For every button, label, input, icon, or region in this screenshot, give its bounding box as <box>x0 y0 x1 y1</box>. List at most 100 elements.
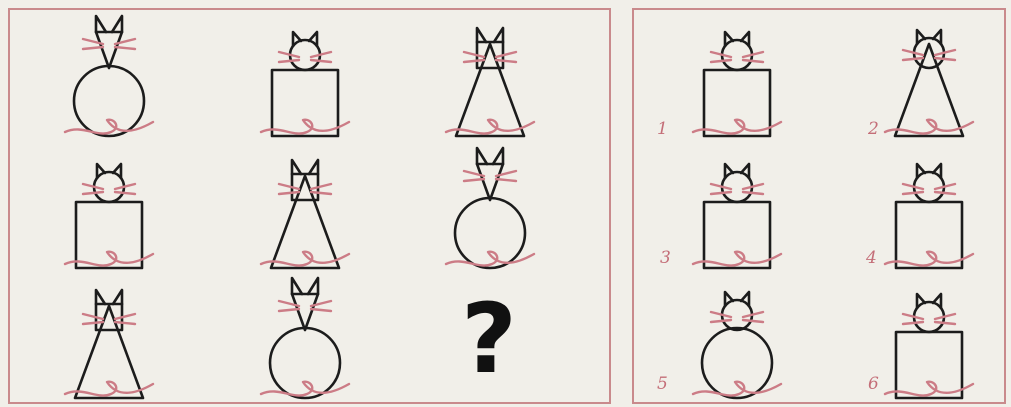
grid-cat-r2-c2 <box>261 160 349 268</box>
whisker <box>83 314 103 319</box>
whisker <box>496 52 516 57</box>
answer-option-4 <box>885 164 973 268</box>
whisker <box>496 60 516 62</box>
tail <box>693 120 781 134</box>
grid-cat-r3-c1 <box>65 290 153 398</box>
whisker <box>464 52 484 57</box>
whisker <box>311 60 331 62</box>
body-square <box>272 70 338 136</box>
whisker <box>311 192 331 194</box>
grid-cat-r3-c2 <box>261 278 349 398</box>
ear-right <box>309 160 318 174</box>
body-square <box>76 202 142 268</box>
ear-left <box>725 164 733 178</box>
ear-right <box>933 164 941 178</box>
answer-option-2 <box>885 30 973 136</box>
whisker <box>279 184 299 189</box>
ear-right <box>741 292 749 306</box>
option-number-4: 4 <box>865 248 877 268</box>
whisker <box>115 192 135 194</box>
whisker <box>464 60 484 62</box>
whisker <box>903 322 923 324</box>
whisker <box>279 192 299 194</box>
grid-cat-r1-c2 <box>261 32 349 136</box>
ear-left <box>477 28 486 42</box>
ear-right <box>113 290 122 304</box>
option-number-1: 1 <box>657 119 668 139</box>
whisker <box>115 47 135 49</box>
grid-cat-r1-c1 <box>65 16 153 136</box>
whisker <box>496 179 516 181</box>
ear-right <box>493 148 503 164</box>
body-square <box>896 202 962 268</box>
whisker <box>903 58 923 60</box>
whisker <box>903 192 923 194</box>
option-number-2: 2 <box>867 119 879 139</box>
whisker <box>83 47 103 49</box>
whisker <box>115 314 135 319</box>
whisker <box>115 322 135 324</box>
whisker <box>83 322 103 324</box>
ear-left <box>725 32 733 46</box>
whisker <box>711 60 731 62</box>
tail <box>885 252 973 266</box>
grid-cat-r2-c1 <box>65 164 153 268</box>
answer-option-6 <box>885 294 973 398</box>
whisker <box>311 184 331 189</box>
tail <box>446 252 534 266</box>
whisker <box>311 309 331 311</box>
head-triangle <box>96 32 122 68</box>
whisker <box>279 60 299 62</box>
whisker <box>743 60 763 62</box>
option-number-3: 3 <box>660 248 671 268</box>
whisker <box>743 320 763 322</box>
option-number-5: 5 <box>657 374 668 394</box>
ear-right <box>112 16 122 32</box>
ear-left <box>293 32 301 46</box>
ear-right <box>741 32 749 46</box>
option-number-6: 6 <box>868 374 879 394</box>
ear-left <box>96 290 105 304</box>
tail <box>885 382 973 396</box>
ear-left <box>477 148 487 164</box>
whisker <box>935 58 955 60</box>
whisker <box>83 192 103 194</box>
ear-right <box>741 164 749 178</box>
ear-right <box>308 278 318 294</box>
whisker <box>935 322 955 324</box>
answer-options-frame <box>633 9 1005 403</box>
answer-option-3 <box>693 164 781 268</box>
ear-left <box>97 164 105 178</box>
whisker <box>464 179 484 181</box>
ear-right <box>933 294 941 308</box>
ear-right <box>933 30 941 44</box>
whisker <box>743 192 763 194</box>
body-square <box>896 332 962 398</box>
grid-cat-r2-c3 <box>446 148 534 268</box>
tail <box>261 120 349 134</box>
ear-left <box>917 30 925 44</box>
figures-layer <box>65 16 973 398</box>
answer-option-5 <box>693 292 781 398</box>
ear-left <box>292 278 302 294</box>
ear-left <box>96 16 106 32</box>
ear-left <box>917 164 925 178</box>
tail <box>693 252 781 266</box>
ear-left <box>917 294 925 308</box>
whisker <box>279 309 299 311</box>
whisker <box>711 192 731 194</box>
missing-cell-question-mark: ? <box>461 283 517 395</box>
tail <box>261 382 349 396</box>
whisker <box>935 192 955 194</box>
answer-option-1 <box>693 32 781 136</box>
ear-left <box>725 292 733 306</box>
body-circle <box>702 328 772 398</box>
ear-right <box>309 32 317 46</box>
body-square <box>704 70 770 136</box>
body-circle <box>270 328 340 398</box>
tail <box>693 382 781 396</box>
body-square <box>704 202 770 268</box>
ear-left <box>292 160 301 174</box>
body-circle <box>455 198 525 268</box>
